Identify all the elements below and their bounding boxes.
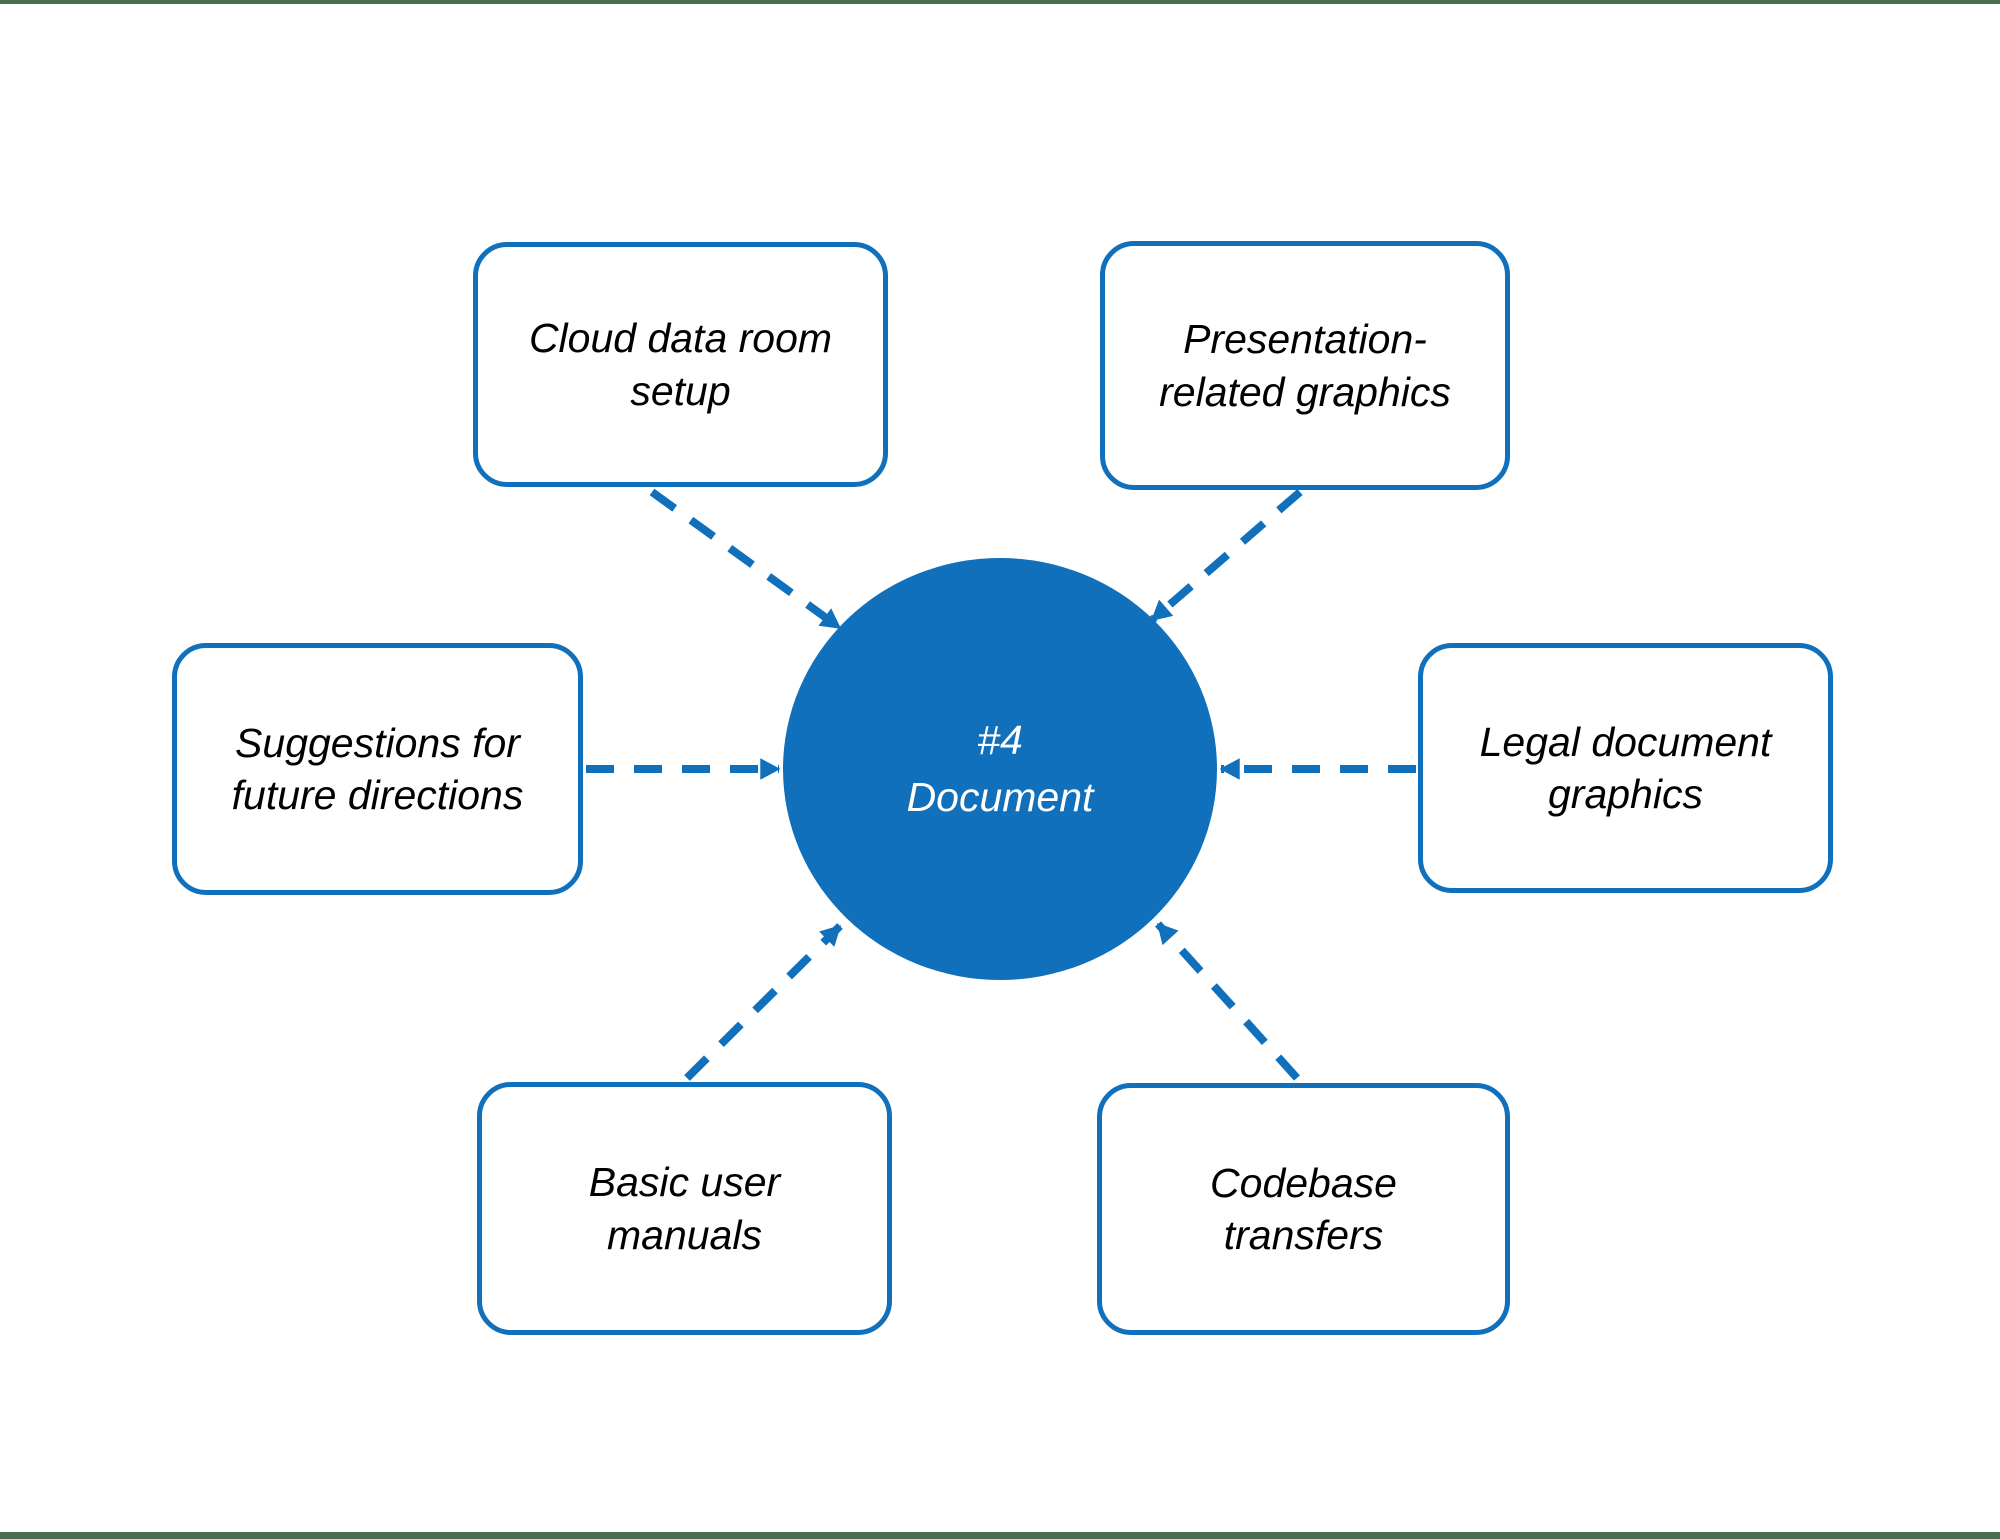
bottom-border-line: [0, 1532, 2000, 1539]
node-presentation-related-graphics: Presentation- related graphics: [1100, 241, 1510, 490]
node-label: Codebase transfers: [1210, 1159, 1397, 1258]
center-circle-label: #4 Document: [906, 717, 1094, 820]
arrow-presentation-graphics-to-center: [1149, 488, 1303, 624]
node-suggestions-future-directions: Suggestions for future directions: [172, 643, 583, 895]
node-label: Legal document graphics: [1479, 718, 1772, 817]
top-border-line: [0, 0, 2000, 4]
node-basic-user-manuals: Basic user manuals: [477, 1082, 892, 1335]
arrow-codebase-transfers-to-center: [1155, 921, 1300, 1081]
node-legal-document-graphics: Legal document graphics: [1418, 643, 1833, 893]
arrow-cloud-data-room-to-center: [649, 488, 843, 632]
node-label: Cloud data room setup: [528, 315, 833, 414]
node-codebase-transfers: Codebase transfers: [1097, 1083, 1510, 1335]
arrow-basic-manuals-to-center: [684, 923, 843, 1081]
node-cloud-data-room-setup: Cloud data room setup: [473, 242, 888, 487]
node-label: Suggestions for future directions: [231, 719, 524, 818]
node-label: Presentation- related graphics: [1159, 316, 1451, 415]
center-circle-document: #4 Document: [783, 558, 1217, 980]
node-label: Basic user manuals: [588, 1159, 781, 1258]
